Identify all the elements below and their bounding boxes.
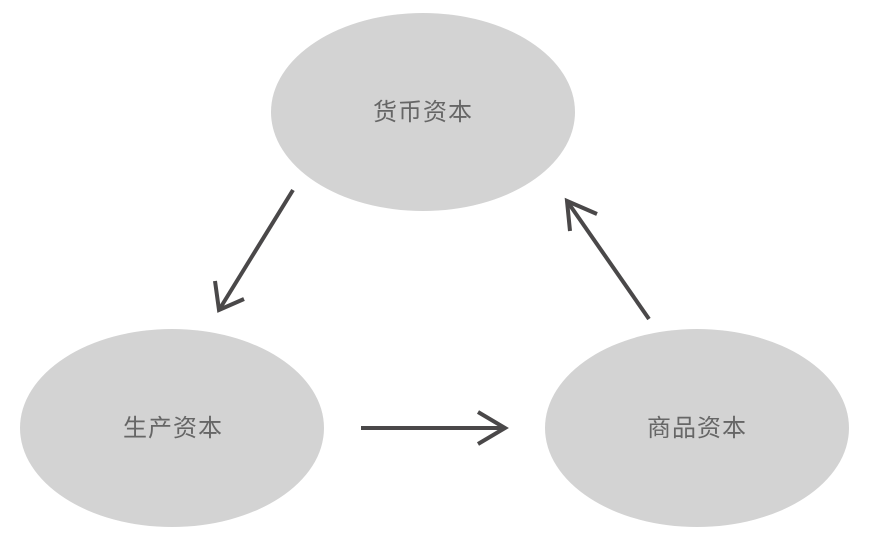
node-productive-capital-label: 生产资本 [123,414,223,442]
arrow-commodity-to-money-shaft [565,199,651,321]
arrow-productive-to-commodity [361,410,509,446]
arrow-commodity-to-money [564,197,651,321]
arrow-money-to-productive-head [213,280,245,313]
node-money-capital-shape [271,13,575,211]
node-commodity-capital-label: 商品资本 [647,414,747,442]
arrow-commodity-to-money-head [564,197,598,232]
arrow-money-to-productive [213,188,295,313]
arrow-productive-to-commodity-head [476,410,509,446]
node-productive-capital-shape [20,329,324,527]
node-productive-capital: 生产资本 [20,329,324,527]
arrow-money-to-productive-shaft [217,188,295,312]
node-commodity-capital: 商品资本 [545,329,849,527]
node-commodity-capital-shape [545,329,849,527]
node-money-capital-label: 货币资本 [373,98,473,126]
node-money-capital: 货币资本 [271,13,575,211]
